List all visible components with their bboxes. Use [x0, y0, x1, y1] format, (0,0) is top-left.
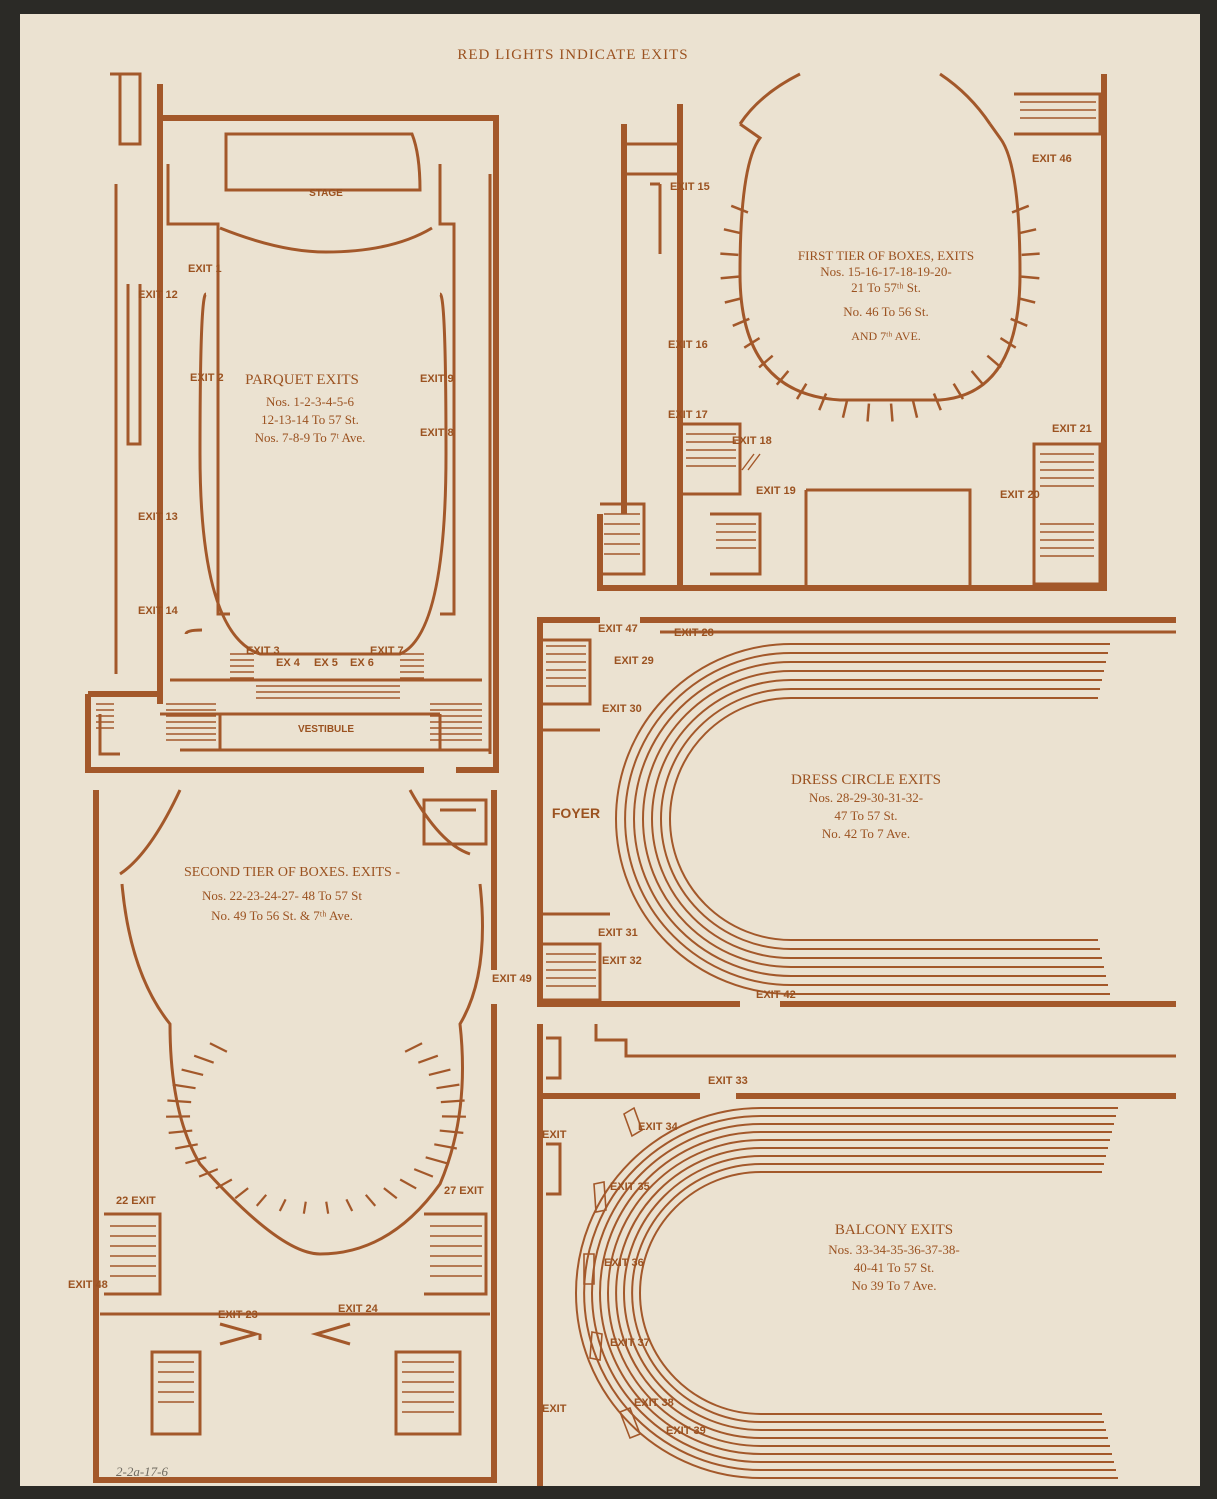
exit-36: EXIT 36	[604, 1257, 644, 1269]
first-tier-line-1: Nos. 15-16-17-18-19-20-	[820, 264, 951, 279]
dress-circle-line-2: 47 To 57 St.	[834, 808, 897, 823]
page-header: RED LIGHTS INDICATE EXITS	[457, 47, 688, 63]
exit-13: EXIT 13	[138, 511, 178, 523]
exit-38: EXIT 38	[634, 1397, 674, 1409]
exit-16: EXIT 16	[668, 339, 708, 351]
first-tier-line-4: AND 7ᵗʰ AVE.	[851, 329, 921, 343]
vestibule-label: VESTIBULE	[298, 724, 354, 735]
exit-39: EXIT 39	[666, 1425, 706, 1437]
exit-29: EXIT 29	[614, 655, 654, 667]
exit-22: 22 EXIT	[116, 1195, 156, 1207]
exit-33: EXIT 33	[708, 1075, 748, 1087]
exit-47: EXIT 47	[598, 623, 638, 635]
exit-12: EXIT 12	[138, 289, 178, 301]
exit-20: EXIT 20	[1000, 489, 1040, 501]
exit-3: EXIT 3	[246, 645, 280, 657]
exit-24: EXIT 24	[338, 1303, 379, 1315]
exit-30: EXIT 30	[602, 703, 642, 715]
exit-17: EXIT 17	[668, 409, 708, 421]
exit-15: EXIT 15	[670, 181, 710, 193]
exit-14: EXIT 14	[138, 605, 179, 617]
exit-35: EXIT 35	[610, 1181, 650, 1193]
first-tier-line-2: 21 To 57ᵗʰ St.	[851, 280, 921, 295]
exit-21: EXIT 21	[1052, 423, 1092, 435]
exit-41: EXIT	[542, 1403, 567, 1415]
exit-31: EXIT 31	[598, 927, 638, 939]
first-tier-title: FIRST TIER OF BOXES, EXITS	[798, 248, 974, 263]
exit-7: EXIT 7	[370, 645, 404, 657]
dress-circle-line-3: No. 42 To 7 Ave.	[822, 826, 910, 841]
foyer-label: FOYER	[552, 805, 600, 821]
second-tier-title: SECOND TIER OF BOXES. EXITS -	[184, 865, 400, 880]
balcony-line-2: 40-41 To 57 St.	[854, 1260, 934, 1275]
exit-37: EXIT 37	[610, 1337, 650, 1349]
exit-42: EXIT 42	[756, 989, 796, 1001]
exit-9: EXIT 9	[420, 373, 454, 385]
parquet-line-3: Nos. 7-8-9 To 7ᵗ Ave.	[255, 430, 366, 445]
exit-8: EXIT 8	[420, 427, 454, 439]
parquet-plan: STAGE VESTIBULE PARQUET EXITS Nos. 1-2-3…	[85, 72, 499, 773]
balcony-line-1: Nos. 33-34-35-36-37-38-	[828, 1242, 959, 1257]
exit-18: EXIT 18	[732, 435, 772, 447]
dress-circle-plan: FOYER DRESS CIRCLE EXITS Nos. 28-29-30-3…	[537, 617, 1176, 1007]
parquet-line-1: Nos. 1-2-3-4-5-6	[266, 394, 355, 409]
exit-23: EXIT 23	[218, 1309, 258, 1321]
catalog-mark: 2-2a-17-6	[116, 1464, 168, 1479]
program-page: RED LIGHTS INDICATE EXITS	[20, 14, 1200, 1486]
exit-1: EXIT 1	[188, 263, 222, 275]
exit-46: EXIT 46	[1032, 153, 1072, 165]
dress-circle-title: DRESS CIRCLE EXITS	[791, 772, 941, 788]
balcony-line-3: No 39 To 7 Ave.	[852, 1278, 937, 1293]
exit-40: EXIT	[542, 1129, 567, 1141]
exit-6: EX 6	[350, 657, 374, 669]
exit-4: EX 4	[276, 657, 301, 669]
exit-34: EXIT 34	[638, 1121, 679, 1133]
first-tier-plan: FIRST TIER OF BOXES, EXITS Nos. 15-16-17…	[597, 72, 1107, 591]
second-tier-line-2: No. 49 To 56 St. & 7ᵗʰ Ave.	[211, 908, 353, 923]
exit-2: EXIT 2	[190, 372, 224, 384]
exit-49: EXIT 49	[492, 973, 532, 985]
floor-plans: RED LIGHTS INDICATE EXITS	[68, 47, 1176, 1486]
second-tier-plan: SECOND TIER OF BOXES. EXITS - Nos. 22-23…	[68, 789, 532, 1483]
parquet-title: PARQUET EXITS	[245, 372, 359, 388]
parquet-line-2: 12-13-14 To 57 St.	[261, 412, 359, 427]
exit-28: EXIT 28	[674, 627, 714, 639]
balcony-title: BALCONY EXITS	[835, 1222, 953, 1238]
exit-48: EXIT 48	[68, 1279, 108, 1291]
first-tier-line-3: No. 46 To 56 St.	[843, 304, 929, 319]
exit-19: EXIT 19	[756, 485, 796, 497]
exit-27: 27 EXIT	[444, 1185, 484, 1197]
exit-5: EX 5	[314, 657, 338, 669]
exit-32: EXIT 32	[602, 955, 642, 967]
stage-label: STAGE	[309, 188, 343, 199]
balcony-plan: BALCONY EXITS Nos. 33-34-35-36-37-38- 40…	[537, 1024, 1176, 1486]
dress-circle-line-1: Nos. 28-29-30-31-32-	[809, 790, 923, 805]
second-tier-line-1: Nos. 22-23-24-27- 48 To 57 St	[202, 888, 362, 903]
